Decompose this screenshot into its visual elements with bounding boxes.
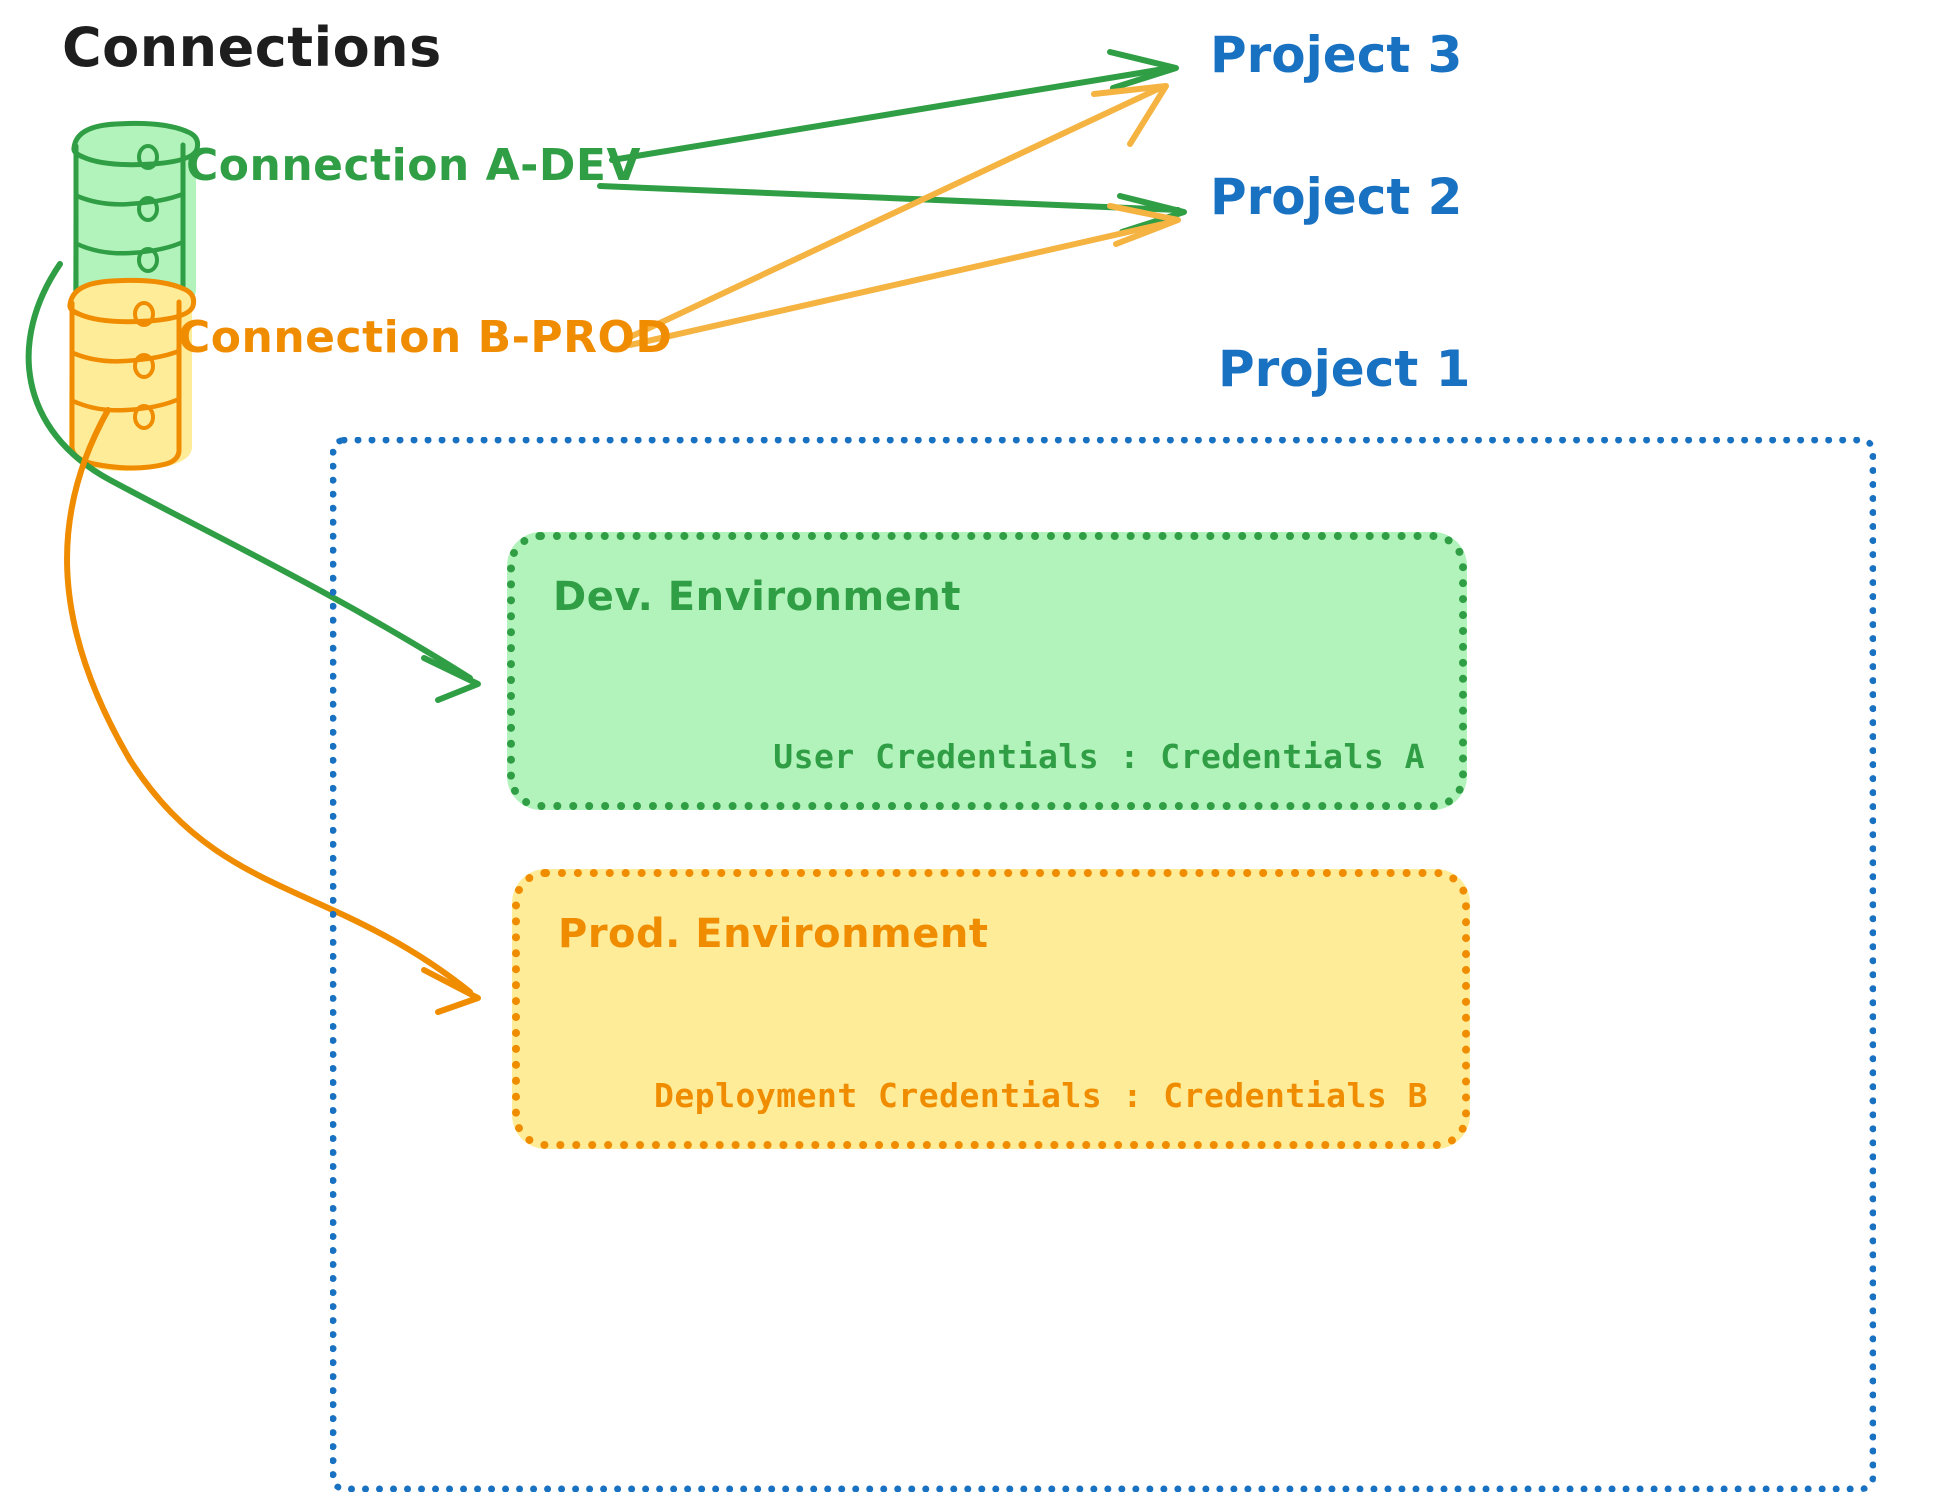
edge-a-dev-to-project-3 (609, 49, 1179, 163)
edge-a-dev-to-project-2 (597, 183, 1187, 235)
project-1-label: Project 1 (1218, 340, 1471, 398)
connection-a-dev-label: Connection A-DEV (186, 140, 642, 191)
edge-b-prod-to-project-2 (627, 203, 1181, 348)
dev-environment-box: Dev. Environment User Credentials : Cred… (507, 532, 1467, 810)
connection-b-prod-database-icon (67, 277, 197, 471)
edge-b-prod-to-project-3 (627, 83, 1169, 340)
connection-a-dev-database-icon (71, 120, 201, 314)
prod-environment-box: Prod. Environment Deployment Credentials… (512, 869, 1470, 1149)
prod-environment-credentials: Deployment Credentials : Credentials B (654, 1076, 1428, 1115)
project-1-container: Dev. Environment User Credentials : Cred… (330, 437, 1876, 1492)
dev-environment-title: Dev. Environment (553, 574, 961, 620)
connection-b-prod-label: Connection B-PROD (178, 312, 673, 363)
dev-environment-credentials: User Credentials : Credentials A (773, 737, 1425, 776)
prod-environment-title: Prod. Environment (558, 911, 989, 957)
page-title: Connections (62, 16, 442, 79)
edge-b-prod-to-prod-environment (64, 407, 481, 1015)
project-3-label: Project 3 (1210, 26, 1463, 84)
edge-a-dev-to-dev-environment (25, 261, 481, 703)
project-2-label: Project 2 (1210, 168, 1463, 226)
